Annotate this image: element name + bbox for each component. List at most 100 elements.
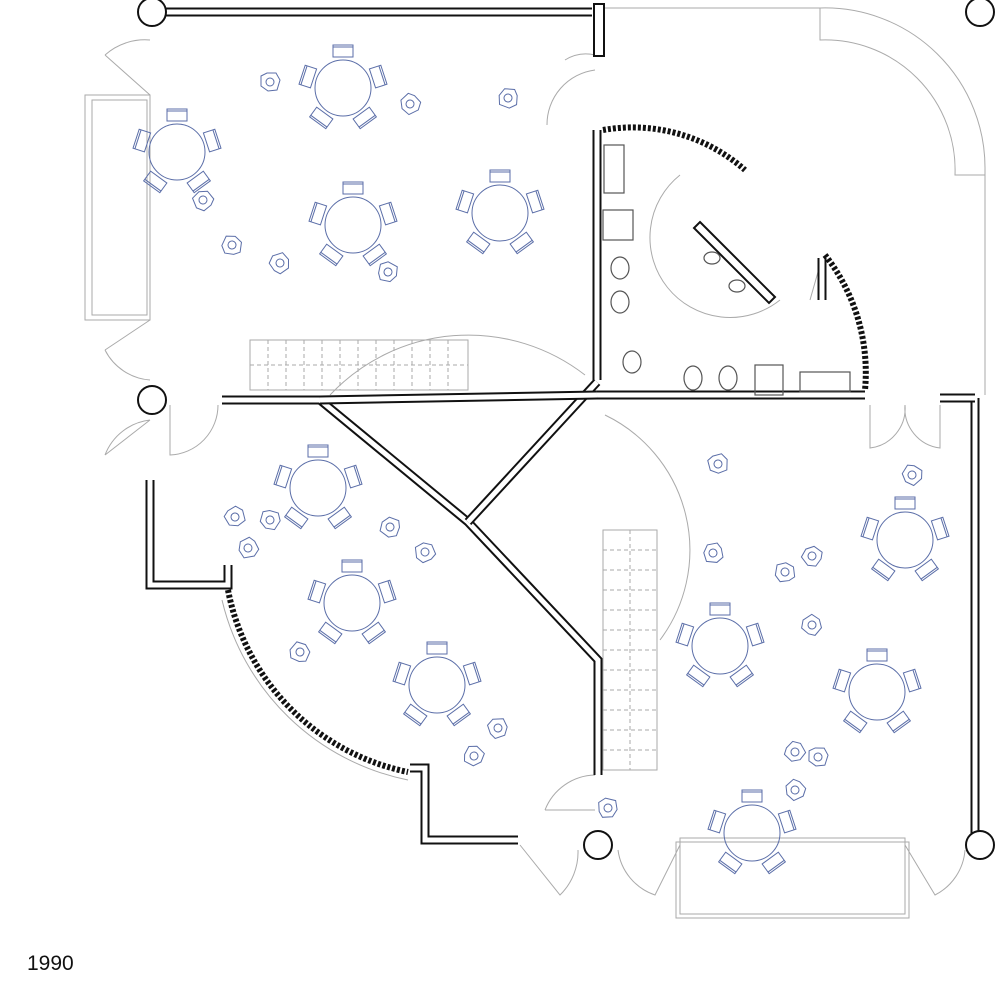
sink-icon — [799, 371, 851, 393]
chair — [707, 809, 727, 834]
chair — [186, 170, 212, 194]
person-icon — [783, 740, 807, 762]
round-table-with-chairs — [307, 559, 397, 645]
chair — [685, 664, 711, 688]
column — [965, 0, 995, 27]
round-table-with-chairs — [392, 641, 482, 727]
person-icon — [774, 562, 796, 583]
chair — [307, 579, 327, 604]
door — [649, 174, 821, 319]
column — [137, 385, 167, 415]
arc-line — [221, 599, 409, 781]
chair — [462, 661, 482, 686]
wall — [145, 480, 233, 590]
chair — [368, 64, 388, 89]
table — [314, 59, 372, 117]
chair — [842, 710, 868, 734]
door — [104, 319, 151, 381]
round-table-with-chairs — [455, 169, 545, 255]
person-icon — [400, 92, 422, 116]
table — [471, 184, 529, 242]
door — [544, 774, 596, 811]
chair — [741, 789, 763, 803]
wall-fill — [319, 392, 598, 403]
person-icon — [703, 542, 724, 563]
chair — [465, 231, 491, 255]
window-bay-left-inner — [91, 99, 148, 316]
chair — [352, 106, 378, 130]
door — [519, 844, 579, 896]
chair — [446, 703, 472, 727]
chair — [378, 201, 398, 226]
door — [169, 404, 219, 456]
stair-treads — [603, 530, 657, 770]
arc-line — [329, 334, 586, 396]
plan-year-caption: 1990 — [27, 952, 74, 975]
person-icon — [498, 88, 518, 109]
table — [691, 617, 749, 675]
chair — [761, 851, 787, 875]
column — [965, 830, 995, 860]
round-table-with-chairs — [308, 181, 398, 267]
sink-icon — [603, 144, 625, 194]
chair — [745, 622, 765, 647]
curved-glass-wall — [602, 124, 747, 173]
table — [324, 196, 382, 254]
chair — [392, 661, 412, 686]
chair — [509, 231, 535, 255]
person-icon — [901, 464, 923, 487]
secondary-lines — [84, 7, 986, 919]
table — [876, 511, 934, 569]
door — [904, 844, 966, 896]
urinal-icon — [718, 365, 738, 391]
basin-icon — [728, 279, 746, 293]
chair — [318, 243, 344, 267]
round-table-with-chairs — [707, 789, 797, 875]
door — [104, 419, 151, 456]
chair — [717, 851, 743, 875]
chair — [132, 128, 152, 153]
door — [546, 53, 596, 126]
chair — [489, 169, 511, 183]
chair — [930, 516, 950, 541]
round-table-with-chairs — [832, 648, 922, 734]
round-table-with-chairs — [273, 444, 363, 530]
chair — [426, 641, 448, 655]
person-icon — [800, 545, 823, 567]
cabinet — [602, 209, 634, 241]
person-icon — [191, 190, 215, 212]
curved-glass-wall — [822, 253, 869, 391]
chair — [298, 64, 318, 89]
table — [148, 123, 206, 181]
chair — [327, 506, 353, 530]
round-table-with-chairs — [132, 108, 222, 194]
chair — [866, 648, 888, 662]
chair — [377, 579, 397, 604]
chair — [308, 201, 328, 226]
table — [289, 459, 347, 517]
person-icon — [486, 718, 508, 740]
chair — [317, 621, 343, 645]
chair — [202, 128, 222, 153]
person-icon — [414, 542, 437, 564]
curved-glass-wall — [225, 589, 409, 775]
furniture — [132, 44, 950, 875]
person-icon — [221, 235, 243, 255]
chair — [142, 170, 168, 194]
toilet-icon — [610, 256, 630, 280]
chair — [343, 464, 363, 489]
stair-treads — [250, 340, 468, 390]
wall-fill — [410, 765, 518, 843]
person-icon — [808, 747, 829, 767]
curved-exterior-wall-inner — [819, 8, 985, 176]
person-icon — [259, 510, 281, 531]
person-icon — [378, 261, 398, 283]
person-icon — [379, 516, 400, 538]
round-table-with-chairs — [860, 496, 950, 582]
chair — [914, 558, 940, 582]
table — [323, 574, 381, 632]
person-icon — [268, 252, 290, 275]
person-icon — [598, 797, 618, 818]
wall-fill — [147, 480, 231, 588]
